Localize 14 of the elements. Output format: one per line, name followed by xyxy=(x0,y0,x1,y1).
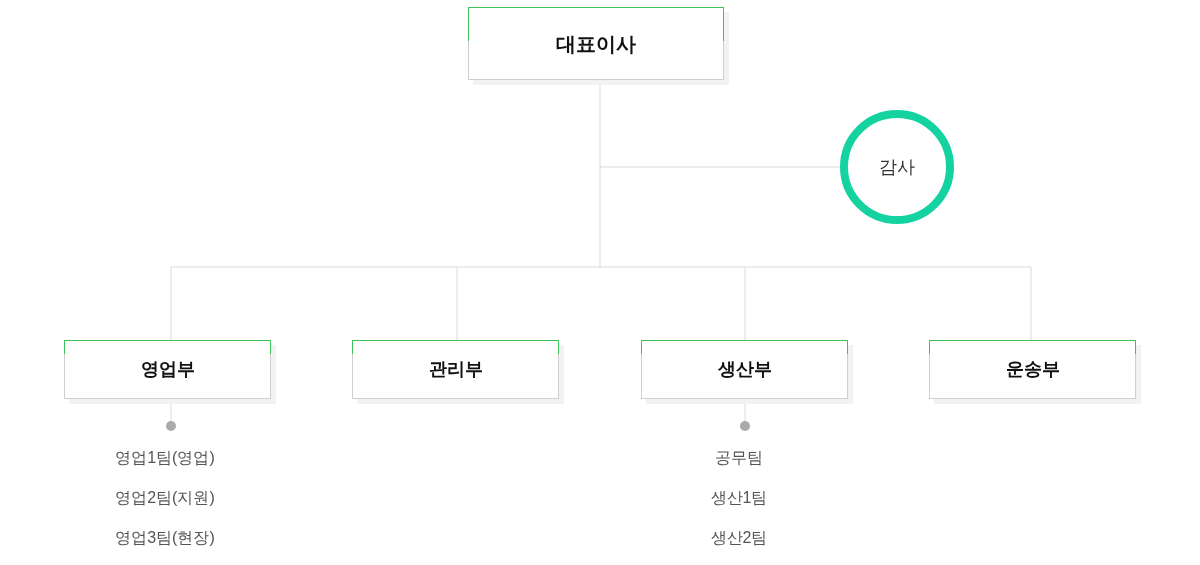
node-label: 감사 xyxy=(879,155,915,179)
team-label: 생산2팀 xyxy=(710,528,768,548)
connector-line xyxy=(170,266,458,341)
team-label: 영업3팀(현장) xyxy=(115,528,215,548)
node-label: 대표이사 xyxy=(556,31,636,57)
connector-line xyxy=(744,266,1032,341)
team-label: 생산1팀 xyxy=(710,488,768,508)
team-label: 영업1팀(영업) xyxy=(115,448,215,468)
team-label: 영업2팀(지원) xyxy=(115,488,215,508)
node-label: 관리부 xyxy=(428,358,483,381)
team-label: 공무팀 xyxy=(715,448,763,468)
node-label: 영업부 xyxy=(140,358,195,381)
node-label: 생산부 xyxy=(717,358,772,381)
node-label: 운송부 xyxy=(1005,358,1060,381)
